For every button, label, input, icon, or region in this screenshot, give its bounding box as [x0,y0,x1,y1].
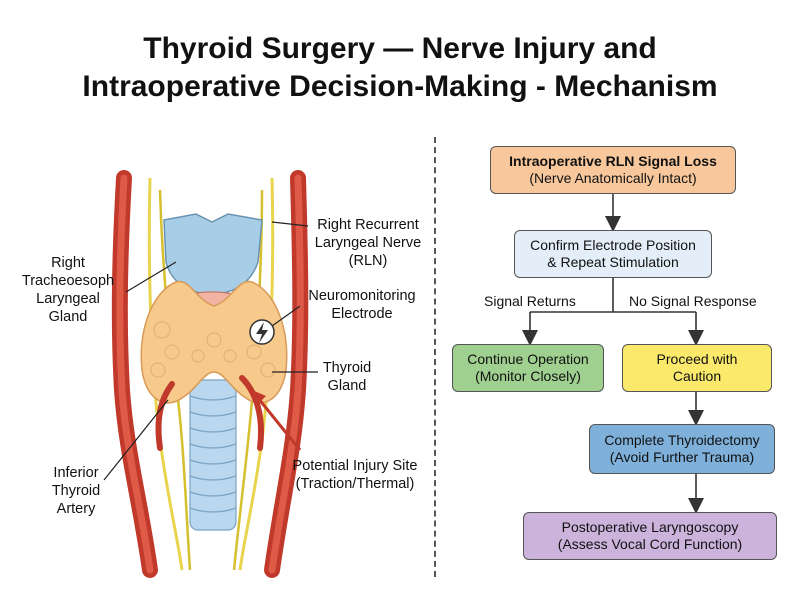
title-line-1: Thyroid Surgery — Nerve Injury and [143,32,657,65]
node-proceed-caution: Proceed with Caution [622,344,772,392]
branch-label-signal-returns: Signal Returns [484,293,576,309]
label-rln-line: Right Recurrent [317,217,419,233]
node-caution-line1: Proceed with [656,351,738,367]
label-artery-line: Inferior [53,465,99,481]
panel-divider [434,137,436,577]
injury-arrow-head [252,390,266,406]
right-vagus-nerve [238,177,275,571]
lightning-icon [256,322,268,343]
label-electrode: Neuromonitoring Electrode [300,287,424,323]
label-thyroid-line: Gland [327,378,367,394]
label-thyroid-line: Thyroid [322,360,372,376]
node-confirm-electrode: Confirm Electrode Position & Repeat Stim… [514,230,712,278]
node-caution-line2: Caution [672,368,722,384]
left-carotid-artery-inner [116,174,154,574]
node-postop-line2: (Assess Vocal Cord Function) [557,536,743,552]
node-signal-loss: Intraoperative RLN Signal Loss (Nerve An… [490,146,736,194]
label-artery-line: Thyroid [51,483,101,499]
node-confirm-line2: & Repeat Stimulation [547,254,679,270]
title-line-2: Intraoperative Decision-Making - Mechani… [82,70,718,103]
label-left-gland-line: Tracheoesoph [21,273,115,289]
node-signal-loss-title: Intraoperative RLN Signal Loss [509,153,717,169]
branch-label-no-signal: No Signal Response [629,293,757,309]
label-inferior-thyroid-artery: Inferior Thyroid Artery [40,464,112,518]
label-left-gland-line: Gland [48,309,88,325]
right-inferior-thyroid-artery [239,375,264,451]
label-rln: Right Recurrent Laryngeal Nerve (RLN) [306,216,430,270]
node-complete-line1: Complete Thyroidectomy [604,432,760,448]
node-complete-line2: (Avoid Further Trauma) [609,449,755,465]
node-continue-operation: Continue Operation (Monitor Closely) [452,344,604,392]
node-signal-loss-subtitle: (Nerve Anatomically Intact) [529,170,697,186]
node-continue-line2: (Monitor Closely) [475,368,581,384]
label-left-gland-line: Laryngeal [36,291,100,307]
thyroid-gland [140,280,288,404]
label-injury-line: (Traction/Thermal) [295,476,415,492]
label-thyroid-gland: Thyroid Gland [312,359,382,395]
tracheal-rings [189,395,237,513]
node-continue-line1: Continue Operation [467,351,589,367]
label-electrode-line: Neuromonitoring [308,288,416,304]
right-carotid-artery-inner [268,174,304,574]
decision-flowchart-connectors [522,194,704,514]
label-injury-line: Potential Injury Site [292,458,418,474]
label-injury-site: Potential Injury Site (Traction/Thermal) [280,457,430,493]
injury-site-arrow [256,397,302,451]
label-leader-lines [103,221,318,481]
label-left-gland-line: Right [51,255,85,271]
label-rln-line: (RLN) [348,253,388,269]
label-rln-line: Laryngeal Nerve [314,235,422,251]
label-artery-line: Artery [56,501,96,517]
node-postop-laryngoscopy: Postoperative Laryngoscopy (Assess Vocal… [523,512,777,560]
left-inferior-thyroid-artery [155,381,175,451]
label-electrode-line: Electrode [331,306,393,322]
trachea [189,379,237,531]
thyroid-anatomy-illustration [103,170,318,578]
label-left-gland: Right Tracheoesoph Laryngeal Gland [12,254,124,326]
diagram-title: Thyroid Surgery — Nerve Injury and Intra… [0,30,800,106]
node-postop-line1: Postoperative Laryngoscopy [561,519,739,535]
node-confirm-line1: Confirm Electrode Position [530,237,696,253]
node-complete-thyroidectomy: Complete Thyroidectomy (Avoid Further Tr… [589,424,775,474]
